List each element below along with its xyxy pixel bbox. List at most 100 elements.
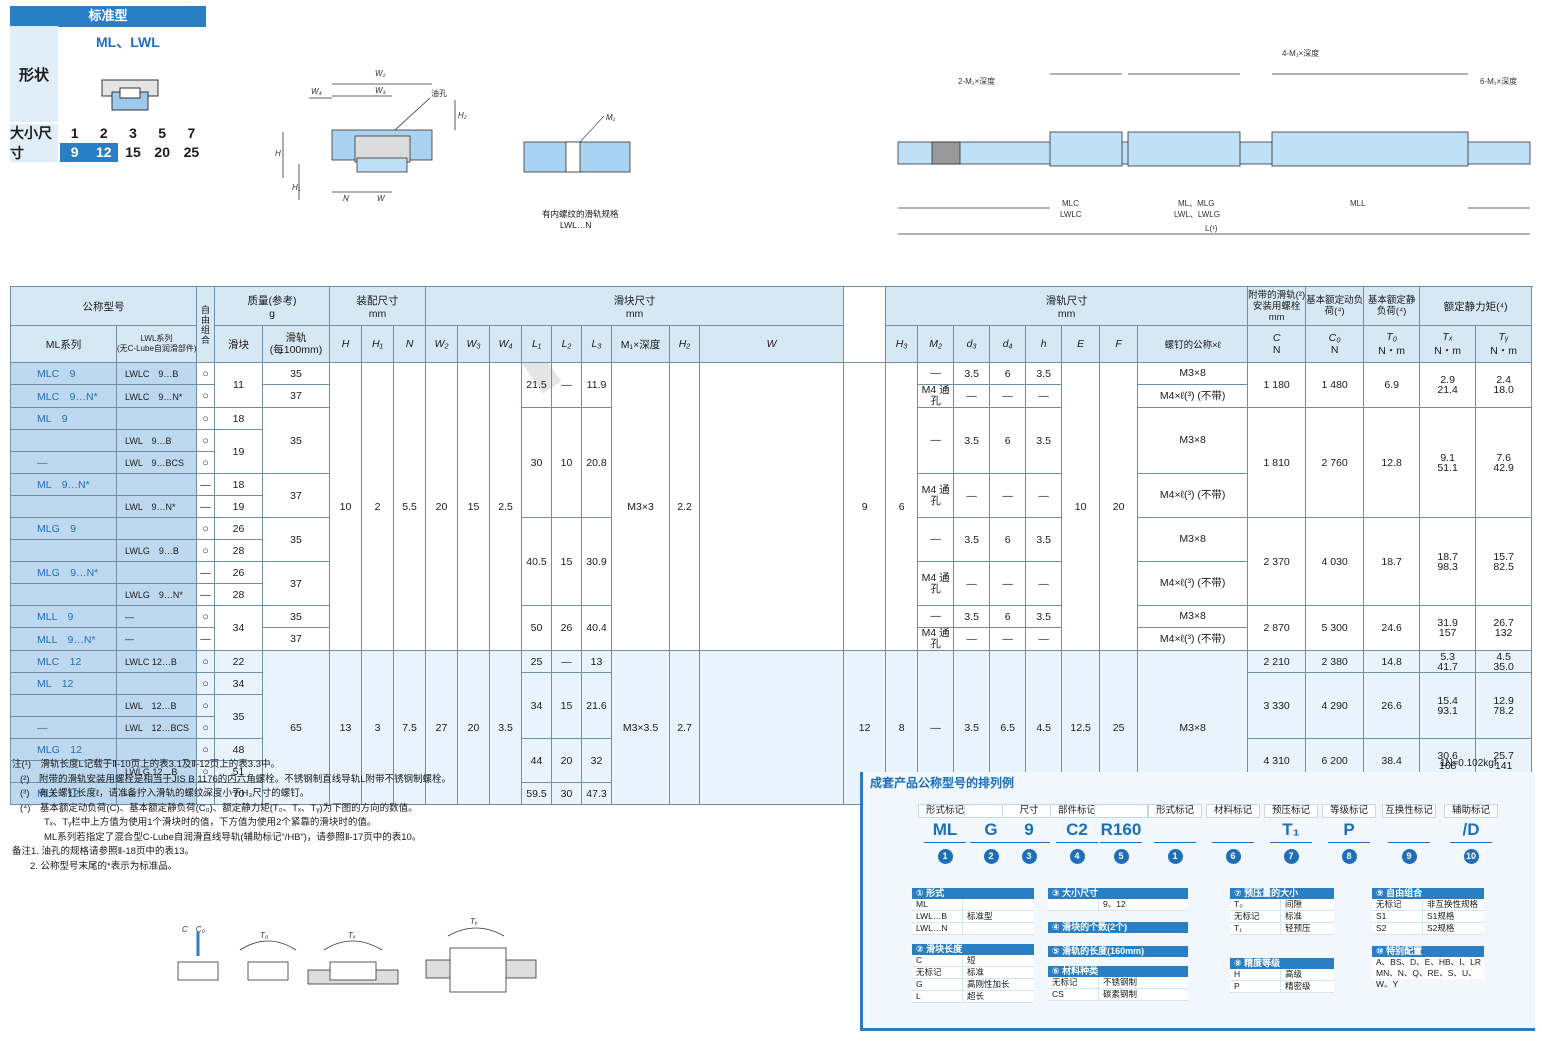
size-cell: 3: [129, 125, 137, 141]
rail-mass: 37: [262, 384, 330, 408]
moment-T0: 24.6: [1363, 605, 1421, 651]
dim-d4: 6: [989, 517, 1027, 562]
hdr-rail-mass-sub: (每100mm): [269, 344, 323, 356]
legend-title: ⑦ 预压量的大小: [1230, 888, 1334, 899]
legend-size: ③ 大小尺寸 9、12: [1048, 888, 1188, 911]
order-code-number: 7: [1283, 849, 1299, 864]
model-ml: ML 12: [10, 672, 117, 695]
legend-title: ① 形式: [912, 888, 1034, 899]
dim-L1: 30: [521, 407, 553, 518]
footnotes: 注(¹) 滑轨长度L记载于Ⅱ-10页上的表3.1及Ⅱ-12页上的表3.3中。 (…: [12, 758, 532, 874]
dim-L3: 13: [581, 650, 613, 673]
hdr-blank: [843, 286, 887, 363]
dim-M2: —: [917, 605, 955, 628]
order-code-label: 形式标记: [918, 804, 972, 818]
model-lwl: LWLG 9…B: [116, 539, 197, 562]
order-code-label: 材料标记: [1206, 804, 1260, 818]
order-code-number: 1: [937, 849, 953, 864]
hdr-moment: 额定静力矩(⁴): [1419, 286, 1533, 326]
order-code-number: 4: [1069, 849, 1085, 864]
block-mass: 19: [214, 429, 263, 474]
order-code-label: 尺寸: [1002, 804, 1056, 818]
hdr-TX-sym: Tₓ: [1442, 330, 1453, 343]
mount-label: 6-M₁×深度: [1480, 76, 1517, 86]
free-combination: ○: [196, 517, 215, 540]
hdr-col: W₃: [457, 325, 491, 363]
table-row: —LWL 9…BCS○: [10, 451, 1532, 474]
dynamic-load: 2 870: [1247, 605, 1307, 651]
block-mass: 26: [214, 561, 263, 584]
model-lwl: —: [116, 627, 197, 651]
model-ml: MLC 12: [10, 650, 117, 673]
shape-label: 形状: [10, 26, 58, 122]
footnote: Tₓ、Tᵧ栏中上方值为使用1个滑块时的值，下方值为使用2个紧靠的滑块时的值。: [44, 817, 377, 828]
legend-title: ② 滑块长度: [912, 944, 1034, 955]
moment-T0: 14.8: [1363, 650, 1421, 673]
hdr-unit-n: N: [1330, 344, 1339, 356]
dim-M2: —: [917, 517, 955, 562]
legend-val: 短: [967, 955, 976, 965]
order-code-number: 5: [1113, 849, 1129, 864]
order-code-value: C2: [1056, 818, 1098, 843]
mount-label: 2-M₁×深度: [958, 76, 995, 86]
hdr-col: F: [1099, 325, 1139, 363]
svg-text:N: N: [343, 194, 349, 203]
dim-L2: 30: [551, 782, 583, 805]
table-row: LWL 12…B○35: [10, 694, 1532, 739]
rail-mass: 35: [262, 362, 330, 385]
dim-L2: 20: [551, 738, 583, 783]
order-code-value: R160: [1100, 818, 1142, 843]
legend-title: ⑥ 材料种类: [1048, 966, 1188, 977]
free-combination: ○: [196, 782, 215, 805]
legend-key: 无标记: [1048, 977, 1099, 988]
hdr-C: 基本额定动负荷(⁴): [1305, 286, 1365, 326]
variant-label: MLL: [1350, 199, 1366, 208]
legend-title: ③ 大小尺寸: [1048, 888, 1188, 899]
dim-E: 10: [1061, 362, 1101, 651]
model-ml: ML 9…N*: [10, 473, 117, 496]
dim-M2: M4 通孔: [917, 384, 955, 408]
dim-H3: 6: [885, 362, 919, 651]
hdr-col: d₄: [989, 325, 1027, 363]
dim-d3: 3.5: [953, 407, 991, 474]
legend-key: C: [912, 955, 963, 966]
model-lwl: —: [116, 605, 197, 628]
hdr-rail-mass: 滑轨(每100mm): [262, 325, 330, 363]
svg-text:H₁: H₁: [292, 183, 301, 192]
legend-row: 无标记标准: [912, 967, 1034, 979]
rail-mass: 37: [262, 561, 330, 606]
rail-mass: 37: [262, 627, 330, 651]
threaded-caption: 有内螺纹的滑轨规格: [542, 209, 619, 219]
blank-cell: [699, 362, 845, 651]
model-lwl: LWLC 9…B: [116, 362, 197, 385]
free-combination: ○: [196, 650, 215, 673]
legend-val: S2规格: [1427, 923, 1455, 933]
model-lwl: —: [116, 782, 197, 805]
dim-L2: —: [551, 650, 583, 673]
size-cell-active: 12: [89, 143, 119, 162]
size-cell: 7: [187, 125, 196, 141]
dim-L2: 15: [551, 672, 583, 739]
hdr-block-mass: 滑块: [214, 325, 263, 363]
block-mass: 28: [214, 539, 263, 562]
order-code-label: 形式标记: [1148, 804, 1202, 818]
size-cell: 2: [99, 125, 108, 141]
free-combination: ○: [196, 362, 215, 385]
svg-text:Tᵧ: Tᵧ: [470, 918, 478, 926]
legend-title: ⑩ 特别配置: [1372, 946, 1484, 957]
footnote: (⁴) 基本额定动负荷(C)、基本额定静负荷(C₀)、额定静力矩(T₀、Tₓ、T…: [20, 802, 418, 814]
free-combination: ○: [196, 716, 215, 739]
size-cell: 20: [154, 144, 170, 160]
block-illustration: [101, 79, 159, 111]
